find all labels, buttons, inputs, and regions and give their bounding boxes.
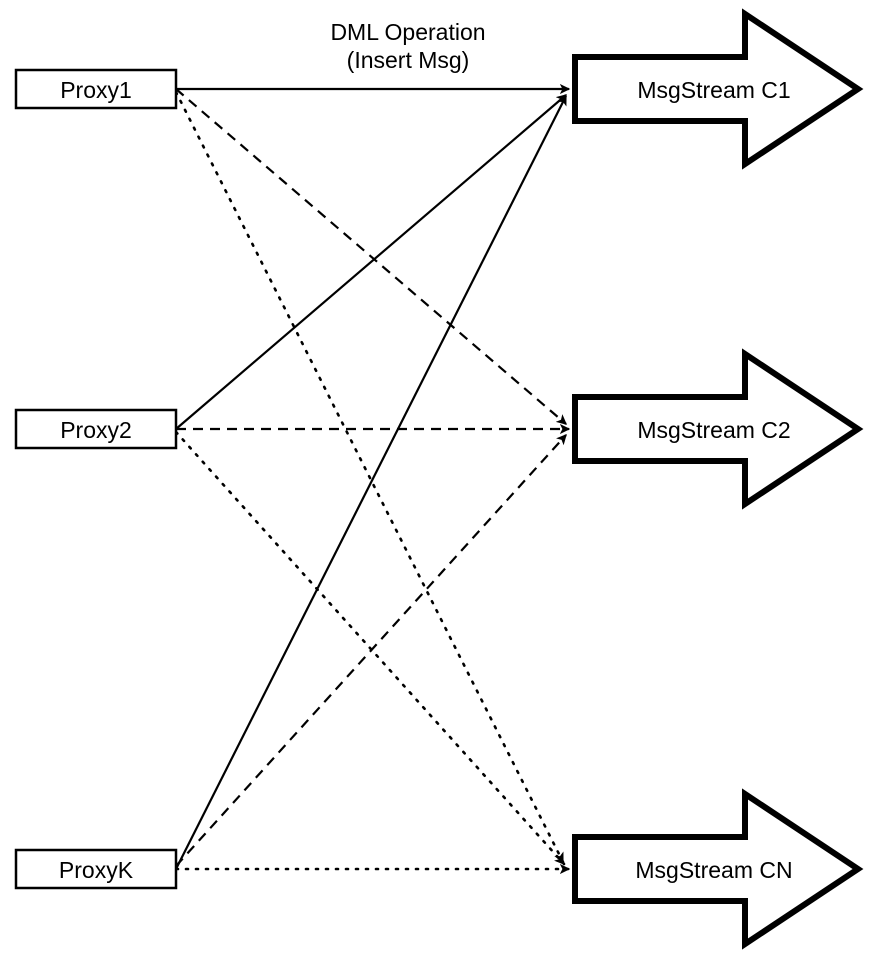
proxy-label: ProxyK (59, 857, 134, 883)
proxy-label: Proxy1 (60, 77, 132, 103)
block-arrow-shape[interactable] (572, 8, 864, 170)
proxy-box[interactable] (14, 848, 178, 890)
caption-line-1: DML Operation (330, 19, 485, 45)
proxy-box[interactable] (14, 408, 178, 450)
link-proxy1-stream-c2 (175, 88, 567, 425)
link-proxyk-stream-c1 (175, 94, 567, 870)
stream-node-stream-c1[interactable]: MsgStream C1 (572, 8, 864, 170)
stream-label: MsgStream CN (635, 857, 792, 883)
link-proxy2-stream-cn (174, 430, 566, 866)
link-proxy1-stream-cn (174, 90, 565, 864)
stream-label: MsgStream C2 (637, 417, 790, 443)
stream-node-stream-c2[interactable]: MsgStream C2 (572, 348, 864, 510)
proxy-node-proxy2[interactable]: Proxy2 (14, 408, 178, 450)
link-proxy2-stream-c1 (175, 94, 567, 430)
stream-node-stream-cn[interactable]: MsgStream CN (572, 788, 864, 950)
proxy-node-proxyk[interactable]: ProxyK (14, 848, 178, 890)
proxy-box[interactable] (14, 68, 178, 110)
proxy-node-proxy1[interactable]: Proxy1 (14, 68, 178, 110)
block-arrow-shape[interactable] (572, 348, 864, 510)
link-group (174, 83, 571, 875)
link-proxyk-stream-c2 (175, 434, 567, 867)
block-arrow-shape[interactable] (572, 788, 864, 950)
caption-line-2: (Insert Msg) (347, 47, 470, 73)
stream-label: MsgStream C1 (637, 77, 790, 103)
edge-caption-dml-operation: DML Operation (Insert Msg) (330, 19, 485, 73)
proxy-label: Proxy2 (60, 417, 132, 443)
